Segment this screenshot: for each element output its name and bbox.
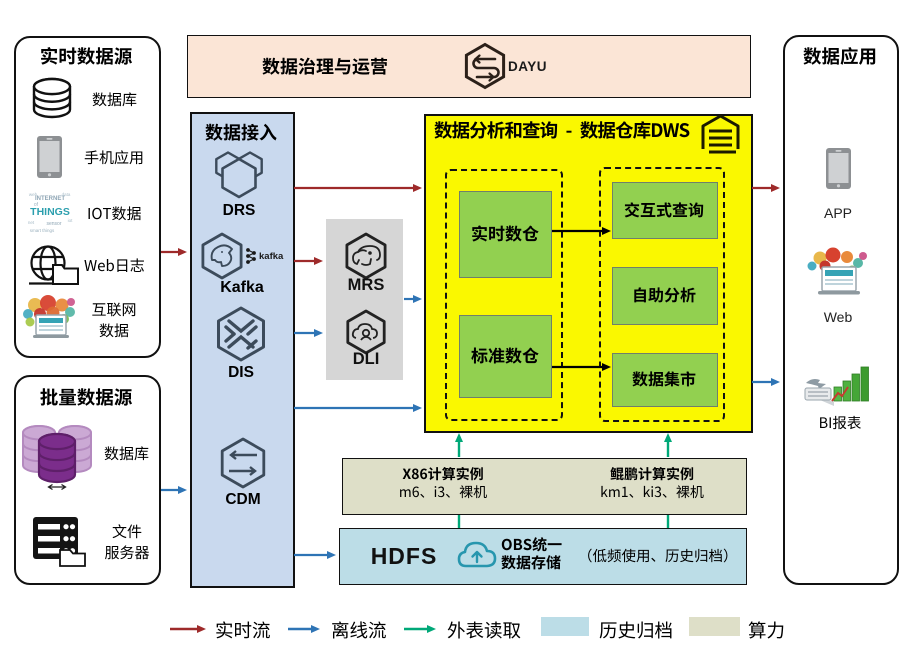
svg-text:net: net bbox=[28, 220, 35, 225]
svg-text:web: web bbox=[29, 192, 38, 197]
svg-text:iot: iot bbox=[68, 218, 74, 223]
svg-text:sensor: sensor bbox=[46, 221, 61, 227]
svg-text:smart things: smart things bbox=[30, 228, 55, 233]
svg-text:THINGS: THINGS bbox=[30, 206, 70, 218]
svg-text:data: data bbox=[62, 192, 71, 197]
svg-text:of: of bbox=[34, 202, 39, 208]
svg-text:Kafka: Kafka bbox=[220, 279, 264, 296]
svg-text:DAYU: DAYU bbox=[508, 59, 547, 74]
svg-text:MRS: MRS bbox=[348, 276, 385, 294]
svg-text:Web: Web bbox=[824, 309, 853, 325]
svg-text:APP: APP bbox=[824, 205, 852, 221]
svg-text:CDM: CDM bbox=[225, 491, 260, 508]
svg-text:INTERNET: INTERNET bbox=[35, 196, 65, 202]
svg-text:kafka: kafka bbox=[259, 251, 284, 262]
svg-text:HDFS: HDFS bbox=[371, 543, 438, 569]
svg-text:DLI: DLI bbox=[353, 350, 380, 368]
svg-text:DRS: DRS bbox=[223, 202, 256, 219]
svg-text:DIS: DIS bbox=[228, 364, 254, 381]
